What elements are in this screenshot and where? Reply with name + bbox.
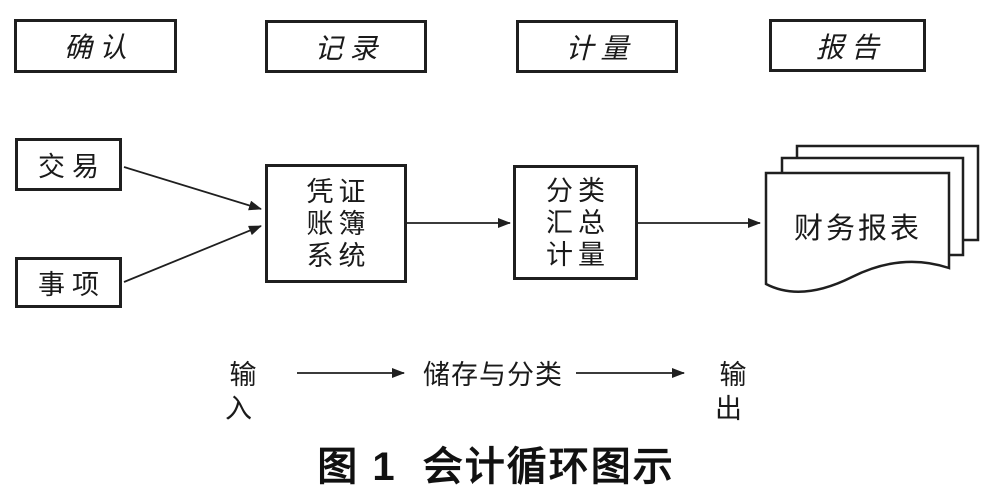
document-stack-icon	[764, 144, 980, 293]
stage-label-report: 报告	[815, 32, 886, 64]
flow-label-output: 输出	[715, 360, 756, 424]
stage-box-report: 报告	[769, 19, 926, 72]
node-classify-line1: 分类	[546, 175, 610, 206]
node-financial-statements-label: 财务报表	[793, 213, 922, 245]
stage-label-record: 记录	[314, 33, 385, 65]
flow-label-input: 输入	[225, 360, 266, 424]
arrow-event-to-system	[123, 225, 262, 283]
stage-label-confirm: 确认	[63, 33, 134, 64]
arrow-transaction-to-system	[123, 166, 262, 211]
node-voucher-line1: 凭证	[306, 176, 371, 207]
node-voucher-line3: 系统	[306, 240, 371, 271]
node-transaction: 交易	[15, 138, 122, 191]
node-voucher-ledger-system: 凭证 账簿 系统	[265, 164, 407, 283]
node-event: 事项	[15, 257, 122, 308]
node-classify-summarize-measure: 分类 汇总 计量	[513, 165, 638, 280]
stage-box-confirm: 确认	[14, 19, 177, 73]
node-classify-line2: 汇总	[546, 207, 610, 238]
stage-box-measure: 计量	[516, 20, 678, 73]
node-transaction-label: 交易	[38, 152, 106, 182]
figure-caption: 图 1 会计循环图示	[317, 445, 675, 489]
stage-label-measure: 计量	[565, 33, 636, 65]
flow-label-storage-classification: 储存与分类	[423, 360, 563, 390]
node-voucher-line2: 账簿	[306, 208, 371, 239]
stage-box-record: 记录	[265, 20, 427, 73]
node-event-label: 事项	[38, 270, 106, 300]
node-classify-line3: 计量	[546, 239, 610, 270]
